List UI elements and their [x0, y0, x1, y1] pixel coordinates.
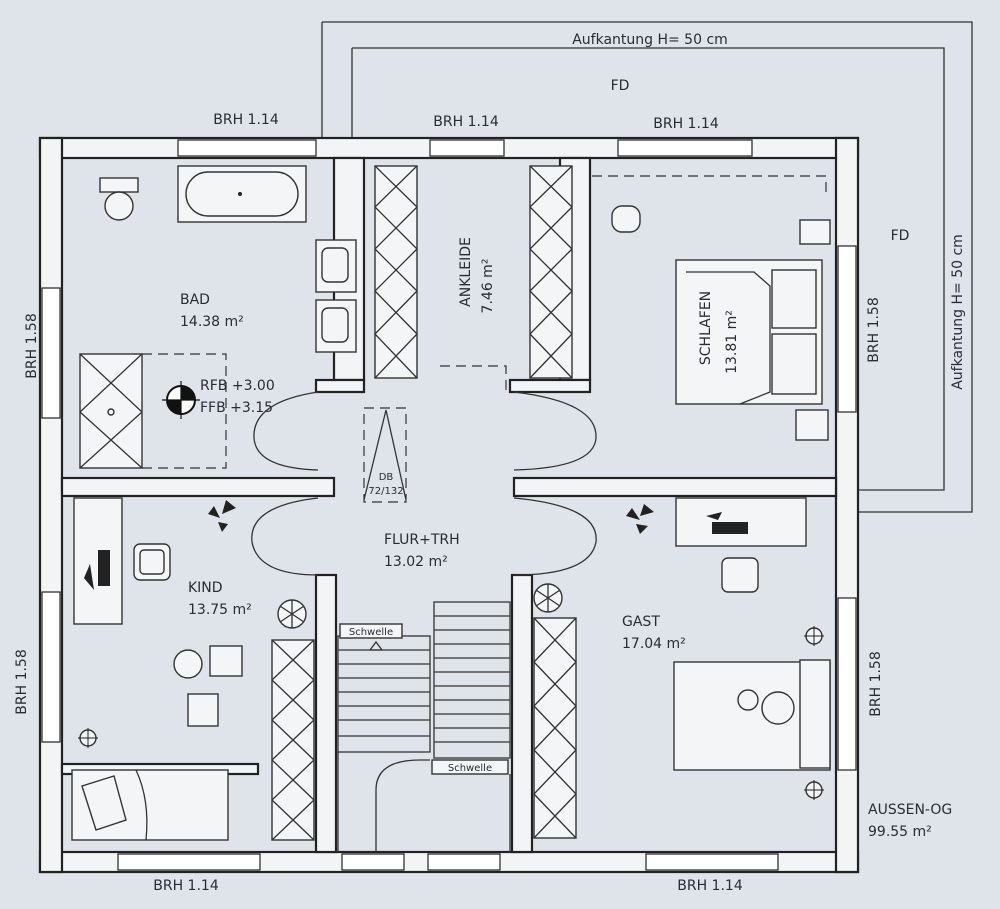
plant-gast-icon: [626, 504, 654, 534]
schwelle-upper-label: Schwelle: [349, 627, 393, 638]
aussen-og-label: AUSSEN-OG: [868, 802, 952, 818]
chair-schlafen-icon: [611, 205, 641, 233]
wardrobe-right: [529, 165, 573, 379]
lamp-kind-icon: [78, 728, 98, 748]
terrace-outline: [321, 21, 973, 513]
chair-gast-icon: [721, 557, 759, 593]
nightstand-bottom-icon: [795, 409, 829, 441]
aufkantung-top-label: Aufkantung H= 50 cm: [572, 32, 728, 48]
brh-top-right-label: BRH 1.14: [653, 116, 719, 132]
schwelle-lower-label: Schwelle: [448, 763, 492, 774]
sink-upper-icon: [315, 239, 357, 293]
brh-bottom-left-label: BRH 1.14: [153, 878, 219, 894]
fd-top-label: FD: [611, 78, 630, 94]
bed-gast-icon: [673, 659, 831, 771]
brh-right-upper-label: BRH 1.58: [866, 297, 882, 362]
chair-kind-icon: [133, 543, 171, 581]
room-gast-name: GAST: [622, 614, 660, 630]
windows: [41, 139, 857, 871]
plant-pot-kind-icon: [277, 599, 307, 629]
plant-kind-icon: [208, 500, 236, 532]
room-schlafen-name: SCHLAFEN: [698, 291, 714, 365]
room-ankleide-area: 7.46 m²: [480, 259, 496, 314]
aufkantung-right-label: Aufkantung H= 50 cm: [950, 234, 966, 390]
closet-line: [592, 175, 827, 198]
aussen-og-area: 99.55 m²: [868, 824, 932, 840]
brh-top-mid-label: BRH 1.14: [433, 114, 499, 130]
level-marker-icon: [162, 381, 200, 419]
room-ankleide-name: ANKLEIDE: [458, 237, 474, 307]
rfb-label: RFB +3.00: [200, 378, 275, 394]
hall-curves: [251, 365, 597, 576]
wardrobe-left: [374, 165, 418, 379]
room-gast-area: 17.04 m²: [622, 636, 686, 652]
shower-icon: [79, 353, 227, 469]
brh-right-lower-label: BRH 1.58: [868, 651, 884, 716]
lamp-gast-top-icon: [804, 626, 824, 646]
bathtub-icon: [177, 165, 307, 223]
db-value-label: 72/132: [368, 486, 403, 497]
toilet-icon: [99, 177, 139, 221]
brh-left-lower-label: BRH 1.58: [14, 649, 30, 714]
room-kind-area: 13.75 m²: [188, 602, 252, 618]
fd-right-label: FD: [891, 228, 910, 244]
desk-gast-icon: [675, 497, 807, 547]
room-kind-name: KIND: [188, 580, 223, 596]
bed-schlafen-icon: [675, 259, 823, 405]
brh-left-upper-label: BRH 1.58: [24, 313, 40, 378]
room-bad-name: BAD: [180, 292, 210, 308]
ffb-label: FFB +3.15: [200, 400, 273, 416]
room-bad-area: 14.38 m²: [180, 314, 244, 330]
room-flur-area: 13.02 m²: [384, 554, 448, 570]
wardrobe-kind: [271, 639, 315, 841]
stairs: [337, 601, 511, 852]
bed-kind-icon: [71, 769, 229, 841]
room-flur-name: FLUR+TRH: [384, 532, 460, 548]
room-schlafen-area: 13.81 m²: [724, 310, 740, 374]
lamp-gast-bottom-icon: [804, 780, 824, 800]
wardrobe-gast: [533, 617, 577, 839]
attic-hatch: [363, 407, 407, 503]
brh-bottom-right-label: BRH 1.14: [677, 878, 743, 894]
plant-pot-gast-icon: [533, 583, 563, 613]
brh-top-left-label: BRH 1.14: [213, 112, 279, 128]
db-label: DB: [379, 472, 394, 483]
sink-lower-icon: [315, 299, 357, 353]
table-kind-icon: [173, 645, 243, 727]
nightstand-top-icon: [799, 219, 831, 245]
desk-kind-icon: [73, 497, 123, 625]
